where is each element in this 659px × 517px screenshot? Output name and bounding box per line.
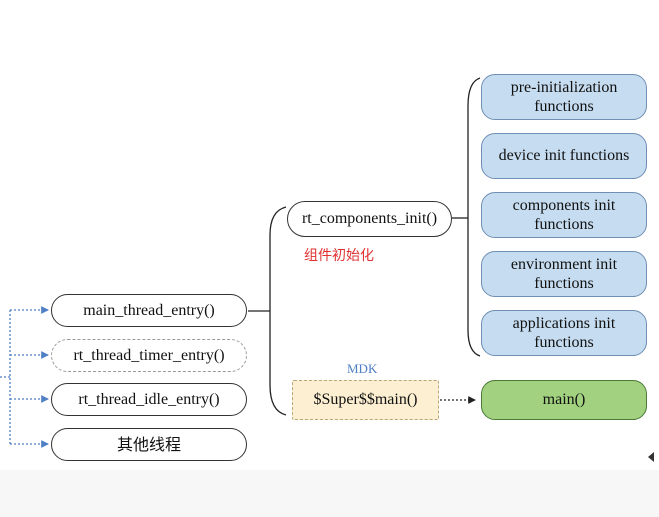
components-init-node: rt_components_init() (287, 201, 452, 237)
components-init-functions-node: components init functions (481, 192, 647, 238)
bottom-strip (0, 470, 659, 517)
other-threads-node: 其他线程 (51, 428, 247, 461)
idle-thread-entry-node: rt_thread_idle_entry() (51, 383, 247, 416)
applications-init-functions-node: applications init functions (481, 310, 647, 356)
main-thread-entry-node: main_thread_entry() (51, 294, 247, 327)
main-thread-bracket (269, 206, 287, 416)
components-init-caption: 组件初始化 (304, 248, 374, 264)
device-init-functions-node: device init functions (481, 133, 647, 179)
mdk-caption: MDK (347, 361, 378, 376)
pre-init-functions-node: pre-initialization functions (481, 74, 647, 120)
timer-thread-entry-node: rt_thread_timer_entry() (51, 339, 247, 372)
environment-init-functions-node: environment init functions (481, 251, 647, 297)
init-functions-bracket (467, 77, 481, 357)
super-main-node: $Super$$main() (292, 380, 439, 420)
main-node: main() (481, 380, 647, 420)
edge-marker-icon (648, 452, 654, 462)
